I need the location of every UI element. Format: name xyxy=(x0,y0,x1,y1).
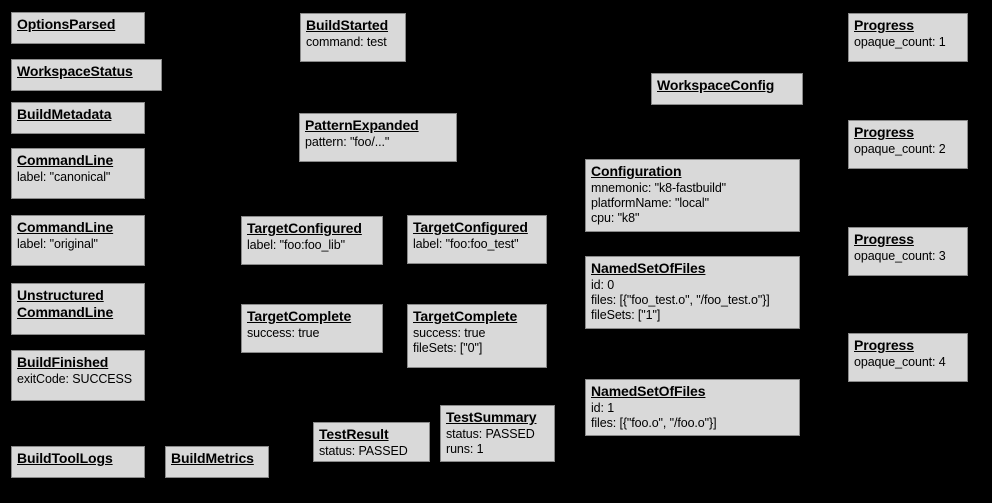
node-fields: opaque_count: 3 xyxy=(854,249,962,264)
node-title: Configuration xyxy=(591,163,682,179)
node-fields: label: "foo:foo_test" xyxy=(413,237,541,252)
node-title: BuildFinished xyxy=(17,354,109,370)
node-title: OptionsParsed xyxy=(17,16,116,32)
node-title: WorkspaceStatus xyxy=(17,63,133,79)
node-target-configured-lib[interactable]: TargetConfigured label: "foo:foo_lib" xyxy=(241,216,383,265)
node-fields: command: test xyxy=(306,35,400,50)
node-field: files: [{"foo.o", "/foo.o"}] xyxy=(591,416,717,430)
node-field: command: test xyxy=(306,35,387,49)
node-title: TargetConfigured xyxy=(247,220,362,236)
node-title: TestResult xyxy=(319,426,389,442)
node-field: label: "foo:foo_lib" xyxy=(247,238,345,252)
node-command-line-original[interactable]: CommandLine label: "original" xyxy=(11,215,145,266)
node-fields: label: "canonical" xyxy=(17,170,139,185)
node-command-line-canonical[interactable]: CommandLine label: "canonical" xyxy=(11,148,145,199)
node-title: BuildStarted xyxy=(306,17,389,33)
node-title: Progress xyxy=(854,124,914,140)
node-title: Unstructured CommandLine xyxy=(17,287,114,320)
node-title: NamedSetOfFiles xyxy=(591,383,706,399)
node-title: BuildToolLogs xyxy=(17,450,113,466)
node-target-complete-lib[interactable]: TargetComplete success: true xyxy=(241,304,383,353)
node-title: NamedSetOfFiles xyxy=(591,260,706,276)
node-title: TestSummary xyxy=(446,409,537,425)
node-field: platformName: "local" xyxy=(591,196,709,210)
node-fields: exitCode: SUCCESS xyxy=(17,372,139,387)
node-field: pattern: "foo/..." xyxy=(305,135,390,149)
node-field: opaque_count: 3 xyxy=(854,249,946,263)
node-target-configured-test[interactable]: TargetConfigured label: "foo:foo_test" xyxy=(407,215,547,264)
node-field: label: "foo:foo_test" xyxy=(413,237,519,251)
node-title: Progress xyxy=(854,337,914,353)
node-field: success: true xyxy=(247,326,320,340)
node-field: fileSets: ["1"] xyxy=(591,308,661,322)
node-progress-1[interactable]: Progress opaque_count: 1 xyxy=(848,13,968,62)
node-field: files: [{"foo_test.o", "/foo_test.o"}] xyxy=(591,293,770,307)
node-build-metrics[interactable]: BuildMetrics xyxy=(165,446,269,478)
node-field: id: 0 xyxy=(591,278,615,292)
node-options-parsed[interactable]: OptionsParsed xyxy=(11,12,145,44)
node-field: label: "original" xyxy=(17,237,98,251)
node-fields: label: "foo:foo_lib" xyxy=(247,238,377,253)
node-field: opaque_count: 1 xyxy=(854,35,946,49)
node-field: fileSets: ["0"] xyxy=(413,341,483,355)
node-title: TargetComplete xyxy=(413,308,518,324)
node-title: Progress xyxy=(854,17,914,33)
node-fields: label: "original" xyxy=(17,237,139,252)
node-progress-4[interactable]: Progress opaque_count: 4 xyxy=(848,333,968,382)
node-field: id: 1 xyxy=(591,401,615,415)
node-title: PatternExpanded xyxy=(305,117,419,133)
node-field: opaque_count: 4 xyxy=(854,355,946,369)
node-test-result[interactable]: TestResult status: PASSED xyxy=(313,422,430,462)
node-build-metadata[interactable]: BuildMetadata xyxy=(11,102,145,134)
node-pattern-expanded[interactable]: PatternExpanded pattern: "foo/..." xyxy=(299,113,457,162)
node-fields: mnemonic: "k8-fastbuild"platformName: "l… xyxy=(591,181,794,226)
node-workspace-config[interactable]: WorkspaceConfig xyxy=(651,73,803,105)
node-field: exitCode: SUCCESS xyxy=(17,372,133,386)
node-fields: pattern: "foo/..." xyxy=(305,135,451,150)
node-title: TargetConfigured xyxy=(413,219,528,235)
node-unstructured-command-line[interactable]: Unstructured CommandLine xyxy=(11,283,145,335)
node-fields: success: true xyxy=(247,326,377,341)
node-title: TargetComplete xyxy=(247,308,352,324)
node-title: CommandLine xyxy=(17,219,114,235)
node-field: mnemonic: "k8-fastbuild" xyxy=(591,181,727,195)
node-title: CommandLine xyxy=(17,152,114,168)
node-build-finished[interactable]: BuildFinished exitCode: SUCCESS xyxy=(11,350,145,401)
node-build-tool-logs[interactable]: BuildToolLogs xyxy=(11,446,145,478)
node-workspace-status[interactable]: WorkspaceStatus xyxy=(11,59,162,91)
node-fields: opaque_count: 1 xyxy=(854,35,962,50)
node-fields: status: PASSED xyxy=(319,444,424,459)
node-field: cpu: "k8" xyxy=(591,211,640,225)
node-fields: opaque_count: 2 xyxy=(854,142,962,157)
node-configuration[interactable]: Configuration mnemonic: "k8-fastbuild"pla… xyxy=(585,159,800,232)
node-fields: opaque_count: 4 xyxy=(854,355,962,370)
node-field: status: PASSED xyxy=(446,427,535,441)
node-title: Progress xyxy=(854,231,914,247)
node-field: success: true xyxy=(413,326,486,340)
node-title: BuildMetadata xyxy=(17,106,112,122)
node-progress-3[interactable]: Progress opaque_count: 3 xyxy=(848,227,968,276)
node-title: WorkspaceConfig xyxy=(657,77,775,93)
node-field: status: PASSED xyxy=(319,444,408,458)
node-field: label: "canonical" xyxy=(17,170,111,184)
node-field: opaque_count: 2 xyxy=(854,142,946,156)
node-build-started[interactable]: BuildStarted command: test xyxy=(300,13,406,62)
node-progress-2[interactable]: Progress opaque_count: 2 xyxy=(848,120,968,169)
node-title: BuildMetrics xyxy=(171,450,254,466)
node-field: runs: 1 xyxy=(446,442,484,456)
